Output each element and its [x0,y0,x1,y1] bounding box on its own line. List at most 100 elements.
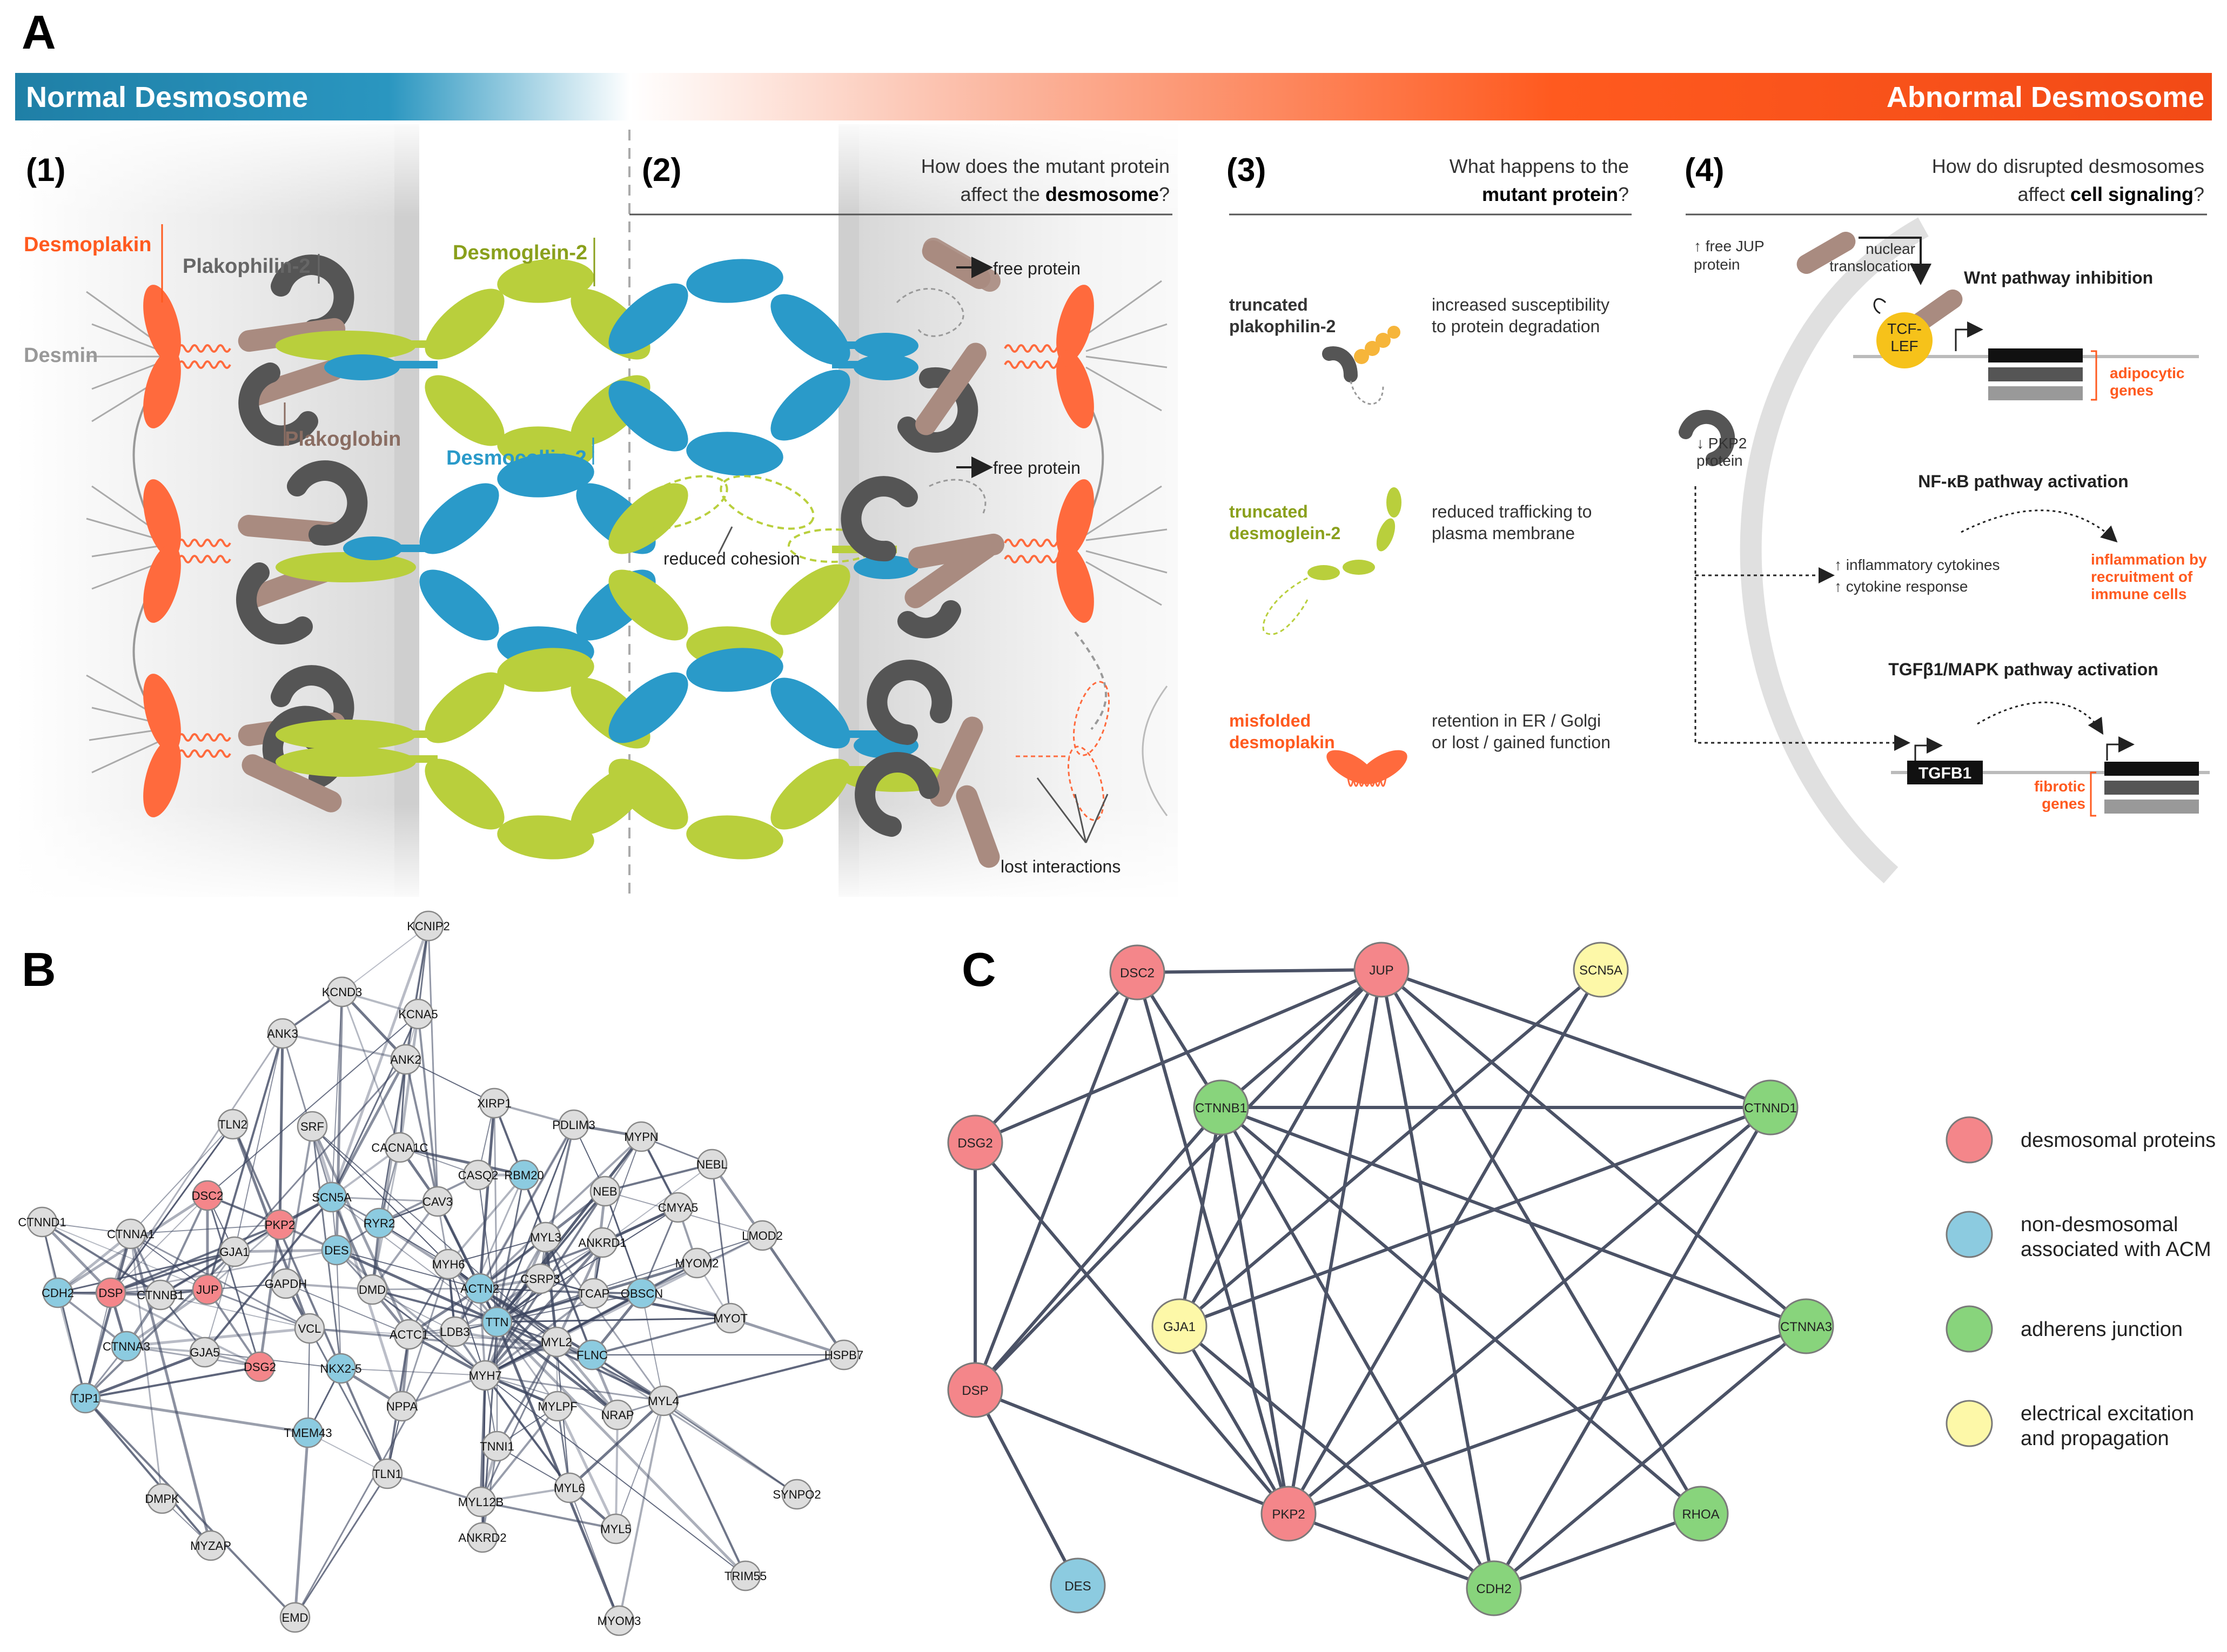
network-b-edge [84,1397,212,1547]
network-c-node: CDH2 [1466,1560,1522,1616]
network-b-edge [312,1126,557,1342]
network-b-edge [336,1250,341,1369]
network-c-edge [974,971,1139,1391]
network-b-node-circle [626,1121,657,1152]
network-b-node: ANKRD2 [458,1522,507,1553]
network-b-node-circle [294,1313,325,1344]
network-b-node-circle [730,1560,761,1591]
network-b-edge [480,1405,559,1503]
network-b-node: MYL4 [648,1385,679,1416]
network-b-node: CDH2 [42,1277,74,1308]
network-b-node-circle [217,1109,249,1140]
network-b-node-circle [481,1431,513,1462]
network-b-node-label: CAV3 [422,1195,453,1208]
network-b-node-label: NRAP [601,1408,634,1422]
network-b-node-label: PDLIM3 [552,1118,595,1132]
section1-number: (1) [26,152,65,188]
network-b-node: ACTC1 [390,1319,428,1350]
network-b-edge [497,1293,642,1322]
network-b-edge [496,1237,547,1322]
network-b-node-circle [603,1605,635,1636]
network-b-edge [372,1287,480,1291]
network-c-node-circle [1673,1486,1729,1542]
network-b-edge [485,1374,664,1402]
network-b-node-circle [467,1522,498,1553]
network-b-edge [761,1234,846,1356]
network-b-edge [497,1317,731,1323]
network-b-node-label: DSP [98,1286,123,1300]
network-b-edge [479,1124,574,1289]
network-b-edge [480,1341,558,1502]
network-b-node: MYL2 [541,1326,572,1358]
network-c-edge [974,1106,1223,1391]
network-b-node-label: RBM20 [504,1169,544,1182]
network-b-edge [496,1321,619,1416]
network-b-node: SYNPO2 [773,1479,821,1510]
network-b-edge [85,1366,260,1399]
network-b-node-label: DMD [359,1283,386,1297]
network-b-node-label: OBSCN [621,1287,663,1300]
network-b-node-label: RYR2 [364,1217,395,1230]
network-b-node-circle [270,1268,301,1299]
network-b-node-label: MYOM2 [675,1257,719,1270]
network-b-node-label: NKX2-5 [320,1362,361,1375]
desmosome-row-3 [143,648,1168,868]
network-c-edge [974,971,1139,1144]
network-b-node-circle [384,1132,415,1163]
section3-question-line2: mutant protein? [1482,183,1629,205]
network-b-edge [371,1059,407,1290]
network-b-edge [387,1473,481,1503]
network-b-node-label: NEBL [696,1158,727,1171]
network-c-edge [1287,1325,1807,1515]
network-b-node-label: JUP [196,1283,219,1297]
network-c-node: DSG2 [947,1114,1003,1171]
network-b-edge [341,991,407,1060]
network-b-node: HSPB7 [824,1339,863,1371]
network-b-node: ANKRD1 [578,1227,627,1258]
network-b-edge [484,1374,571,1489]
network-b-node: VCL [294,1313,325,1344]
network-c-edge [1178,969,1383,1327]
network-b-edge [479,1287,797,1495]
network-c-edge [974,1141,1290,1515]
network-b-node: KCNIP2 [407,910,450,942]
network-c-edge [1287,1106,1772,1515]
network-b-node-circle [781,1479,813,1510]
network-b-edge [372,1288,498,1323]
network-b-node: SRF [297,1111,328,1142]
network-b-node: MYH6 [432,1248,465,1280]
s4-wnt-title: Wnt pathway inhibition [1964,268,2153,287]
network-c-node-circle [1742,1079,1799,1136]
network-c-node-label: CTNNB1 [1195,1101,1247,1116]
network-b-node-circle [600,1513,632,1544]
network-b-edge [285,1126,313,1284]
legend-item: desmosomal proteins [1946,1116,2216,1164]
network-b-node: ANK3 [267,1018,298,1049]
network-b-node: JUP [192,1274,223,1305]
network-c-node-label: CTNND1 [1744,1101,1796,1116]
network-b-edge [57,1251,235,1294]
network-b-node: XIRP1 [477,1087,512,1119]
network-b-node-label: MYH7 [468,1369,501,1382]
network-b-node: TNNI1 [480,1431,514,1462]
s4-cytokines: ↑ inflammatory cytokines↑ cytokine respo… [1834,556,2000,595]
network-c-node: CTNND1 [1742,1079,1799,1136]
network-b-node-circle [558,1109,589,1140]
network-b-edge [592,1317,731,1356]
network-c-node-label: SCN5A [1579,963,1622,978]
network-b-node-circle [26,1206,58,1238]
network-b-edge [371,1200,439,1291]
network-b-node: PKP2 [264,1209,296,1240]
network-b-node-label: CTNNA3 [103,1340,150,1353]
network-b-node-circle [244,1351,276,1382]
network-b-node: CMYA5 [658,1192,698,1223]
network-b-node: CTNNB1 [137,1279,184,1311]
network-c-edge [1178,1106,1772,1328]
network-c-edge [974,968,1383,1144]
network-b-nodes: KCNIP2KCND3KCNA5ANK3ANK2XIRP1PDLIM3MYPNT… [18,910,863,1636]
network-b-node-circle [481,1306,513,1338]
network-b-node: TJP1 [70,1382,101,1414]
